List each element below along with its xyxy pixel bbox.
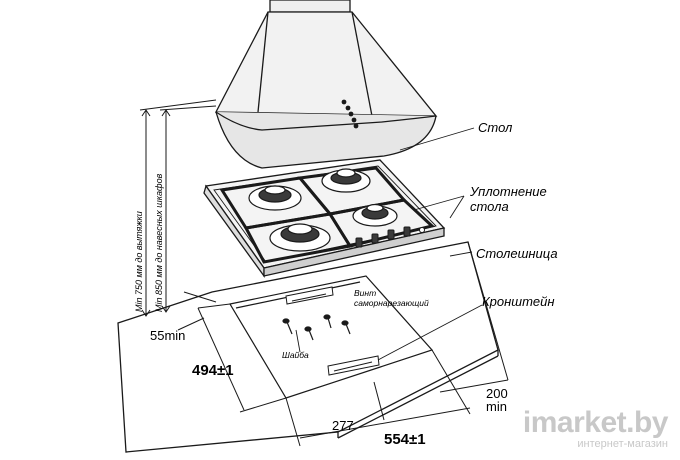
dimension-lines (177, 241, 509, 447)
dim-55min: 55min (150, 328, 185, 343)
burner-rear-right (321, 168, 371, 193)
control-knobs (355, 226, 425, 248)
watermark: imarket.by интернет-магазин (522, 406, 669, 451)
text-line: min (486, 399, 507, 414)
watermark-tagline: интернет-магазин (577, 438, 668, 450)
dim-277: 277 (332, 418, 354, 433)
text-line: Винт (354, 288, 376, 298)
burner-rear-left (248, 185, 302, 211)
bracket-top (285, 286, 334, 305)
countertop-slab (117, 241, 499, 453)
text-line: саморнарезающий (354, 298, 429, 308)
bracket-bottom (327, 355, 380, 376)
vertical-dimension-lines (139, 99, 217, 317)
label-countertop: Столешница (476, 246, 558, 261)
text-line: 200 (486, 386, 508, 401)
dim-494: 494±1 (192, 362, 234, 379)
text-line: стола (470, 199, 509, 214)
label-washer: Шайба (282, 350, 309, 360)
label-bracket: Кронштейн (482, 294, 555, 309)
label-vertical-cabinets: Min 850 мм до навесных шкафов (154, 173, 164, 312)
label-table: Стол (478, 120, 513, 135)
burner-front-right (352, 203, 398, 227)
range-hood (214, 0, 438, 169)
label-vertical-hood: Min 750 мм до вытяжки (134, 211, 144, 312)
leader-lines (295, 127, 483, 361)
watermark-brand: imarket.by (522, 406, 669, 439)
dim-554: 554±1 (384, 431, 426, 448)
hood-control-dots (341, 99, 359, 129)
burner-front-left (269, 223, 331, 252)
text-line: Уплотнение (469, 184, 547, 199)
screw-parts (282, 314, 351, 341)
